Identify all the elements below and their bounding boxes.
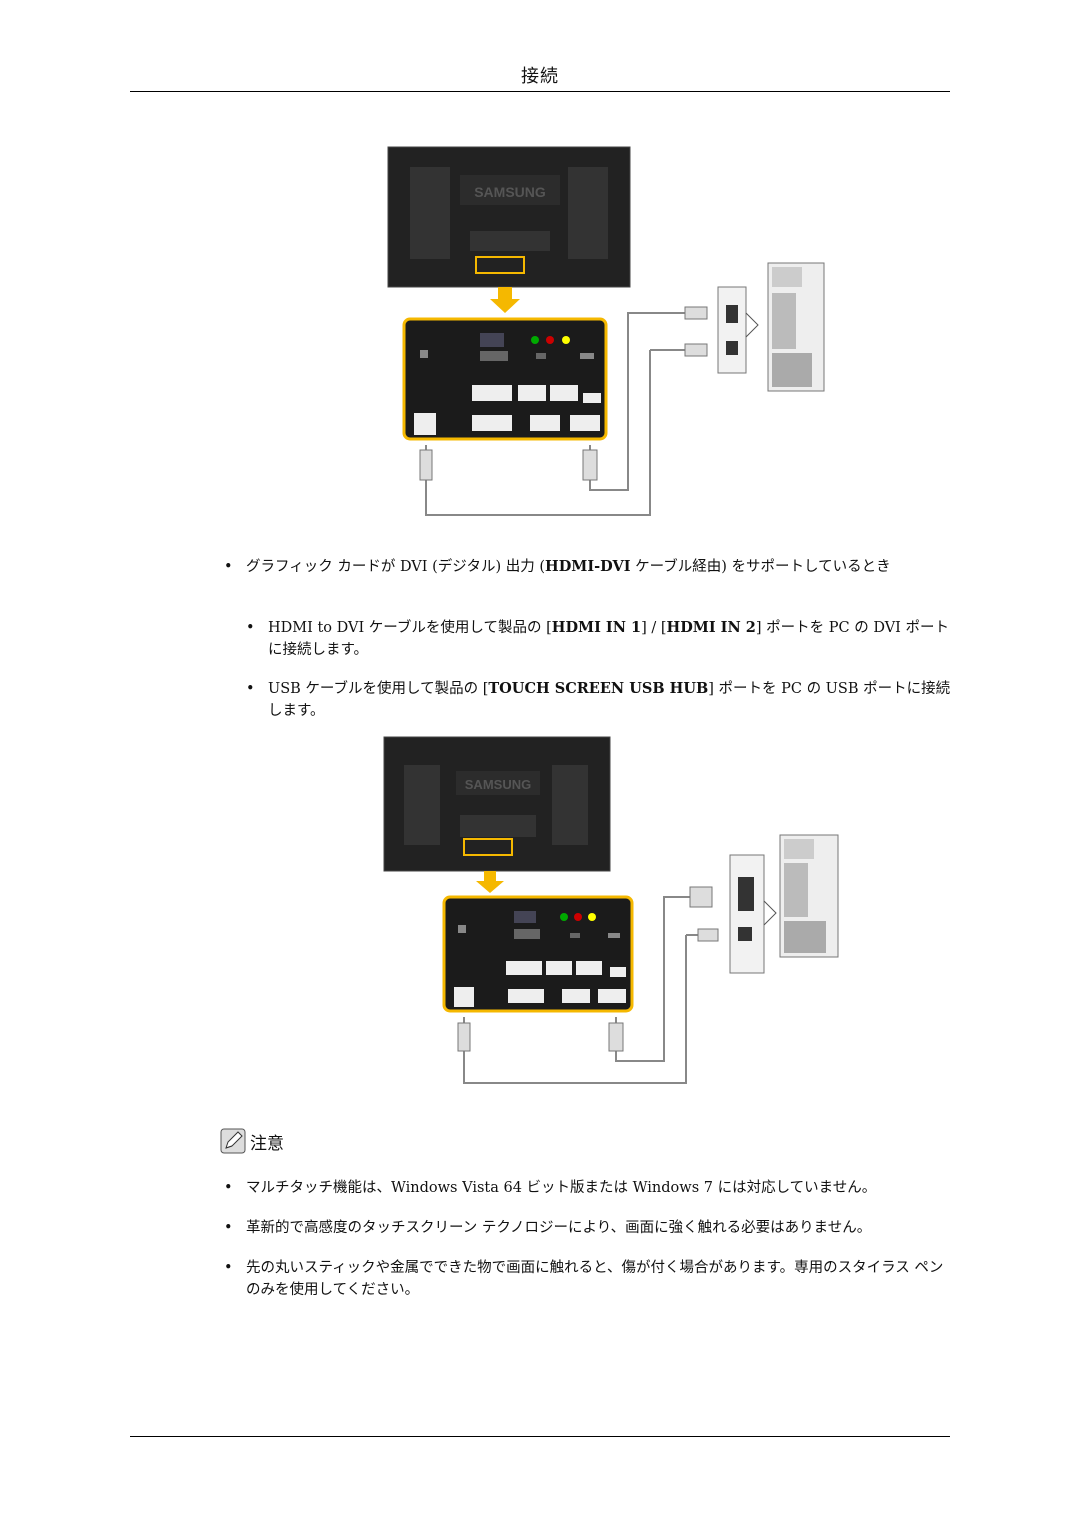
pc-tower-illustration (779, 834, 839, 958)
port-panel-illustration (442, 895, 634, 1013)
note-bullet-list: マルチタッチ機能は、Windows Vista 64 ビット版または Windo… (222, 1177, 952, 1319)
port-panel-illustration (402, 317, 608, 441)
list-item: マルチタッチ機能は、Windows Vista 64 ビット版または Windo… (222, 1177, 952, 1199)
monitor-back-illustration: SAMSUNG (387, 146, 631, 288)
note-heading: 注意 (220, 1125, 284, 1157)
pencil-note-icon (220, 1128, 246, 1154)
connection-diagram-dvi: SAMSUNG (380, 735, 860, 1115)
down-arrow-icon (476, 871, 504, 893)
page-title: 接続 (521, 66, 559, 87)
brand-logo: SAMSUNG (465, 777, 531, 792)
list-item: USB ケーブルを使用して製品の [TOUCH SCREEN USB HUB] … (244, 678, 952, 722)
connection-diagram-hdmi: SAMSUNG (380, 145, 860, 525)
note-label: 注意 (250, 1133, 284, 1154)
pc-tower-illustration (767, 262, 825, 392)
header-rule (130, 91, 950, 92)
brand-logo: SAMSUNG (474, 184, 546, 200)
list-item: 革新的で高感度のタッチスクリーン テクノロジーにより、画面に強く触れる必要はあり… (222, 1217, 952, 1239)
monitor-back-illustration: SAMSUNG (383, 736, 611, 872)
sub-bullet-list: HDMI to DVI ケーブルを使用して製品の [HDMI IN 1] / [… (244, 617, 952, 739)
down-arrow-icon (490, 287, 520, 313)
footer-rule (130, 1436, 950, 1437)
list-item: グラフィック カードが DVI (デジタル) 出力 (HDMI-DVI ケーブル… (222, 556, 952, 578)
list-item: 先の丸いスティックや金属でできた物で画面に触れると、傷が付く場合があります。専用… (222, 1257, 952, 1301)
main-bullet-list: グラフィック カードが DVI (デジタル) 出力 (HDMI-DVI ケーブル… (222, 556, 952, 578)
list-item: HDMI to DVI ケーブルを使用して製品の [HDMI IN 1] / [… (244, 617, 952, 661)
